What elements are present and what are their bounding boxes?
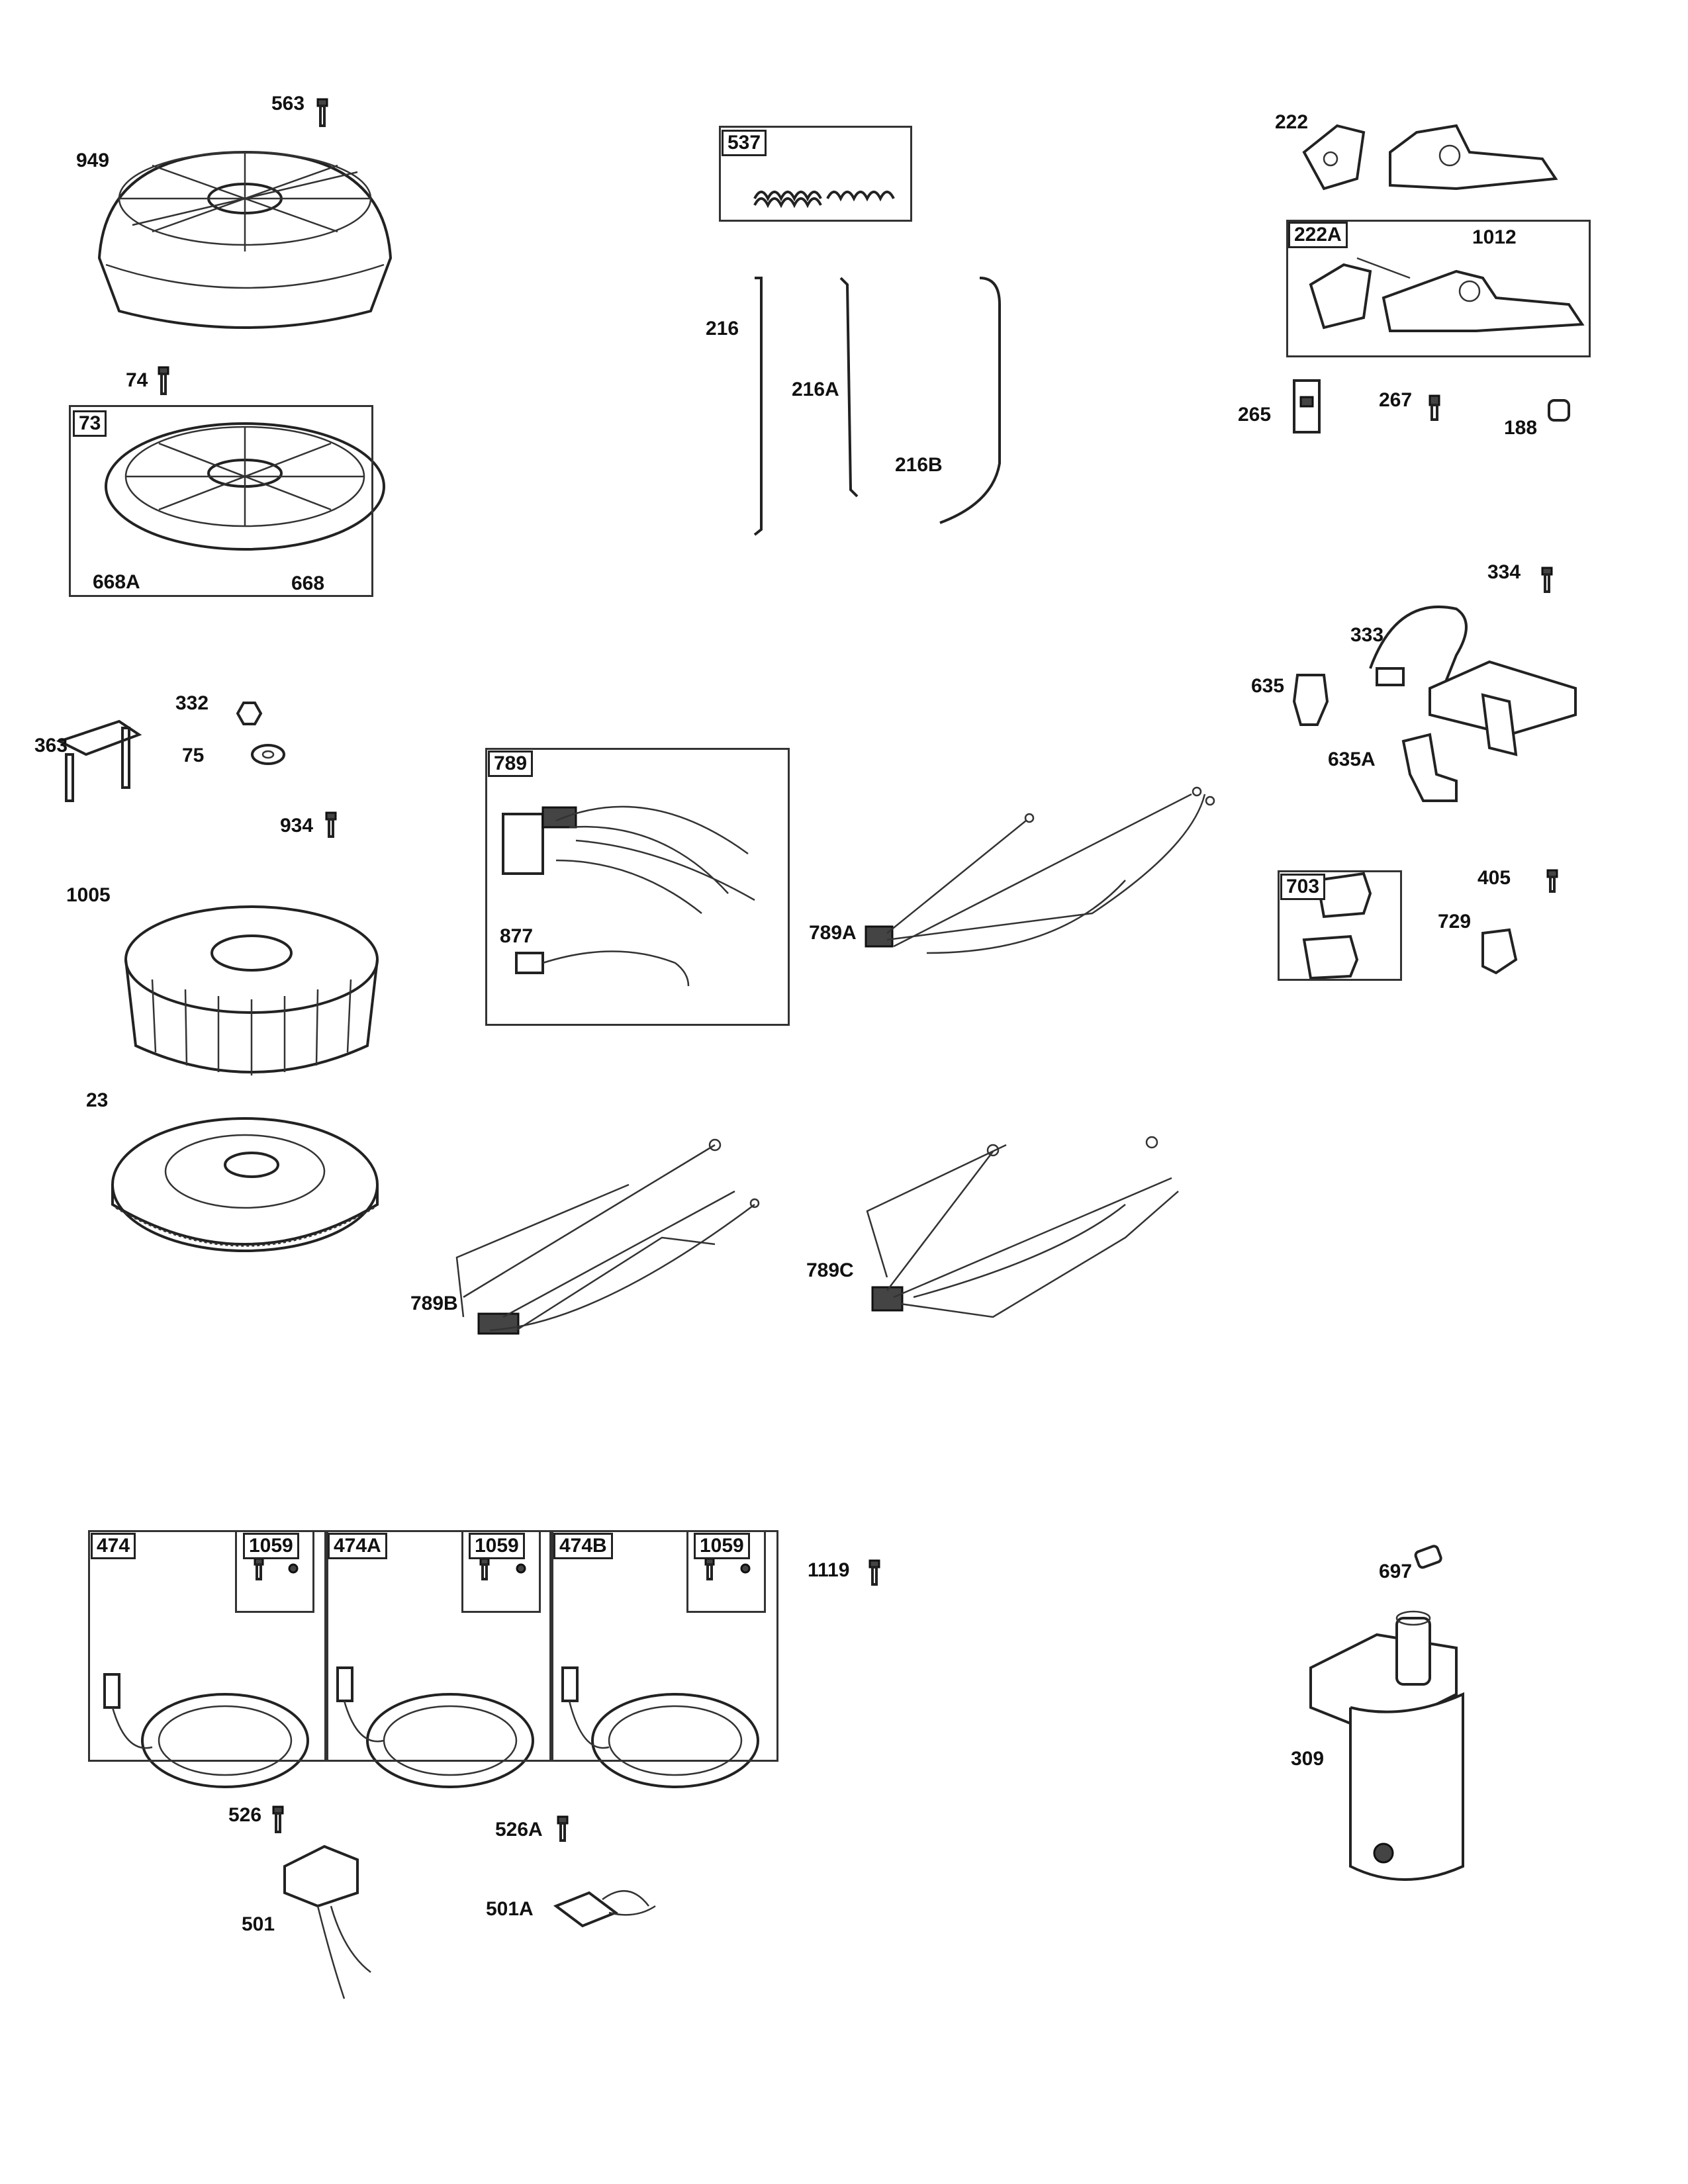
bolt-563-drawing: [316, 98, 328, 127]
small-hardware-top-right-drawing: [1293, 379, 1570, 433]
part-label-697: 697: [1379, 1561, 1413, 1582]
kit-label-537: 537: [722, 130, 767, 156]
part-label-635: 635: [1251, 675, 1285, 697]
part-label-789A: 789A: [809, 922, 857, 944]
kit-label-703: 703: [1280, 874, 1326, 900]
kit-frame-alternators: [88, 1530, 778, 1762]
kit-label-1059a: 1059: [243, 1533, 299, 1559]
kit-frame-73: [69, 405, 373, 597]
part-label-563: 563: [271, 93, 305, 114]
part-label-216B: 216B: [895, 454, 943, 476]
part-label-309: 309: [1291, 1748, 1325, 1770]
bolt-697-drawing: [1414, 1545, 1442, 1569]
rotating-screen-drawing: [105, 422, 385, 551]
part-label-934: 934: [280, 815, 314, 837]
part-label-789C: 789C: [806, 1259, 854, 1281]
kit-label-474A: 474A: [328, 1533, 387, 1559]
kit-divider-474B: [549, 1530, 553, 1762]
part-label-75: 75: [182, 745, 205, 766]
harness-789A-drawing: [865, 786, 1215, 954]
part-label-1012: 1012: [1472, 226, 1517, 248]
part-label-949: 949: [76, 150, 110, 171]
bolt-74-drawing: [158, 366, 169, 395]
kit-label-474: 474: [91, 1533, 136, 1559]
kit-frame-222A: [1286, 220, 1591, 357]
part-label-363: 363: [34, 735, 68, 756]
screw-assembly-drawing: [56, 702, 337, 838]
kit-label-789: 789: [488, 751, 534, 777]
springs-drawing: [753, 191, 895, 208]
part-label-23: 23: [86, 1089, 109, 1111]
part-label-668A: 668A: [93, 571, 140, 593]
kit-frame-703: [1278, 870, 1402, 981]
starter-motor-drawing: [1309, 1610, 1464, 1881]
part-label-877: 877: [500, 925, 534, 947]
part-label-222: 222: [1275, 111, 1309, 133]
ignition-coil-drawing: [1292, 567, 1577, 802]
bolt-1119-drawing: [868, 1559, 880, 1586]
kit-divider-474A: [324, 1530, 328, 1762]
harness-789C-drawing: [866, 1136, 1179, 1318]
part-label-729: 729: [1438, 911, 1472, 933]
wiring-harness-kit-drawing: [502, 805, 755, 987]
part-label-789B: 789B: [410, 1293, 458, 1314]
alternator-474A-drawing: [336, 1557, 534, 1788]
part-label-74: 74: [126, 369, 148, 391]
part-label-216: 216: [706, 318, 739, 340]
part-label-526: 526: [228, 1804, 262, 1826]
governor-links-drawing: [753, 277, 1001, 536]
alternator-474B-drawing: [561, 1557, 759, 1788]
regulator-501A-drawing: [553, 1815, 656, 1928]
part-label-333: 333: [1350, 624, 1384, 646]
governor-control-drawing: [1302, 124, 1558, 191]
part-label-668: 668: [291, 572, 325, 594]
kit-frame-1059c: [686, 1530, 766, 1613]
part-label-635A: 635A: [1328, 749, 1376, 770]
flywheel-ring-gear-drawing: [111, 1117, 379, 1252]
harness-789B-drawing: [455, 1138, 760, 1335]
kit-frame-789: [485, 748, 790, 1026]
part-label-265: 265: [1238, 404, 1272, 426]
gasket-kit-drawing: [1302, 869, 1558, 980]
part-label-267: 267: [1379, 389, 1413, 411]
governor-control-kit-drawing: [1309, 257, 1585, 332]
part-label-526A: 526A: [495, 1819, 543, 1841]
part-label-332: 332: [175, 692, 209, 714]
kit-label-222A: 222A: [1288, 222, 1348, 248]
part-label-405: 405: [1477, 867, 1511, 889]
kit-label-1059c: 1059: [694, 1533, 750, 1559]
part-label-1005: 1005: [66, 884, 111, 906]
flywheel-fan-drawing: [124, 905, 379, 1075]
kit-label-1059b: 1059: [469, 1533, 525, 1559]
regulator-501-drawing: [272, 1805, 371, 1999]
blower-housing-drawing: [97, 150, 393, 329]
kit-frame-537: [719, 126, 912, 222]
part-label-188: 188: [1504, 417, 1538, 439]
part-label-501A: 501A: [486, 1898, 534, 1920]
part-label-1119: 1119: [808, 1559, 850, 1581]
kit-frame-1059b: [461, 1530, 541, 1613]
kit-frame-1059a: [235, 1530, 314, 1613]
part-label-501: 501: [242, 1913, 275, 1935]
part-label-334: 334: [1487, 561, 1521, 583]
kit-label-73: 73: [73, 410, 107, 437]
part-label-216A: 216A: [792, 379, 839, 400]
kit-label-474B: 474B: [553, 1533, 613, 1559]
alternator-474-drawing: [103, 1557, 309, 1788]
